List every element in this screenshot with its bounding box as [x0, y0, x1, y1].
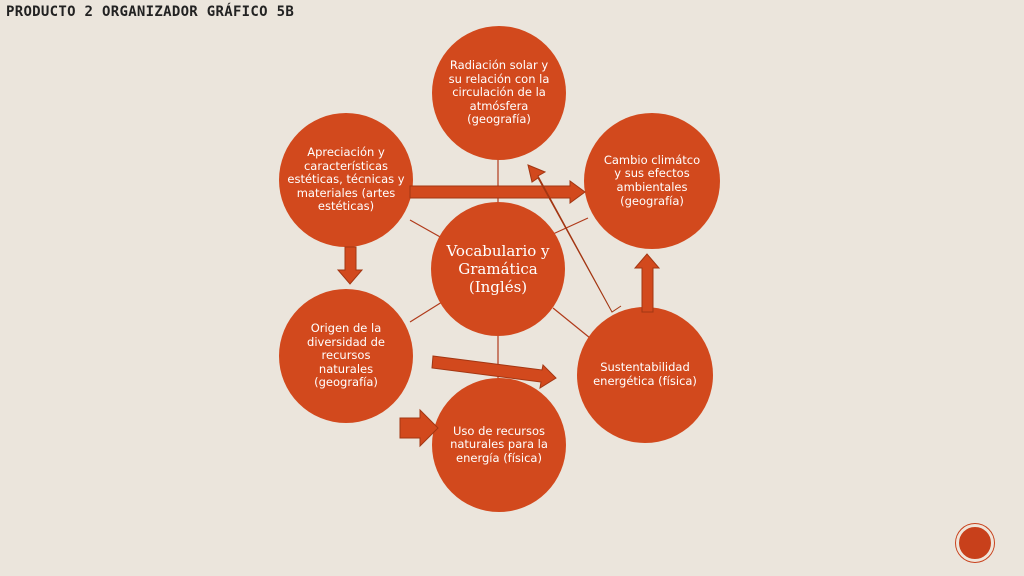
node-origen-label: Origen de la diversidad de recursos natu… — [307, 321, 385, 390]
connector-line-apreciacion — [409, 219, 443, 239]
center-node-label: Vocabulario y Gramática (Inglés) — [446, 241, 550, 297]
slide-title: PRODUCTO 2 ORGANIZADOR GRÁFICO 5B — [6, 4, 295, 20]
node-sustentabilidad-label: Sustentabilidad energética (física) — [593, 360, 697, 388]
node-uso: Uso de recursos naturales para la energí… — [432, 378, 566, 512]
slide-number-badge — [956, 524, 994, 562]
connector-line-cambio — [552, 217, 589, 235]
node-apreciacion: Apreciación y características estéticas,… — [279, 113, 413, 247]
connector-line-origen — [409, 301, 443, 323]
node-apreciacion-label: Apreciación y características estéticas,… — [287, 145, 405, 214]
node-radiacion: Radiación solar y su relación con la cir… — [432, 26, 566, 160]
node-radiacion-label: Radiación solar y su relación con la cir… — [448, 58, 550, 127]
node-sustentabilidad: Sustentabilidad energética (física) — [577, 307, 713, 443]
node-cambio: Cambio climátco y sus efectos ambientale… — [584, 113, 720, 249]
node-origen: Origen de la diversidad de recursos natu… — [279, 289, 413, 423]
connector-line-sustentabilidad — [552, 307, 591, 339]
node-uso-label: Uso de recursos naturales para la energí… — [450, 423, 548, 465]
node-cambio-label: Cambio climátco y sus efectos ambientale… — [603, 152, 701, 208]
center-node: Vocabulario y Gramática (Inglés) — [431, 202, 565, 336]
